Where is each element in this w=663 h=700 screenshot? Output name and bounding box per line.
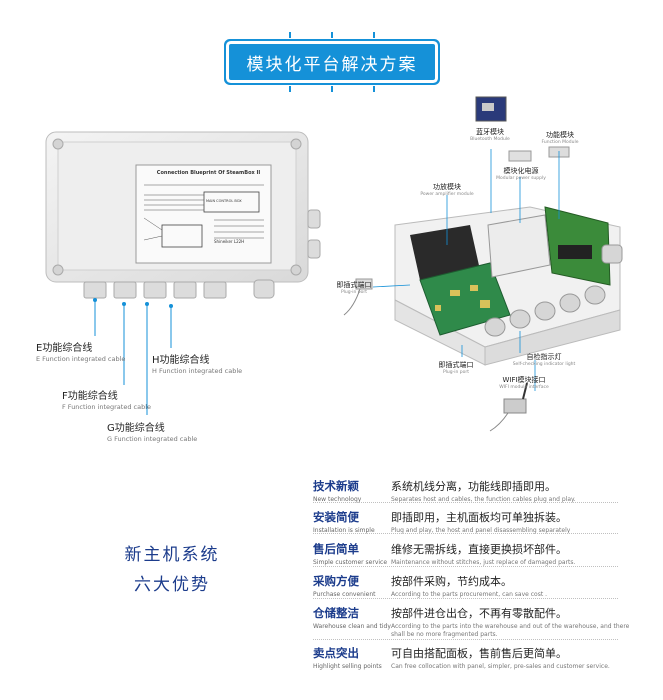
open-control-box-illustration bbox=[343, 96, 623, 432]
slogan-line-1: 新主机系统 bbox=[124, 545, 220, 565]
feature-divider bbox=[313, 598, 618, 599]
feature-description: 系统机线分离，功能线即插即用。Separates host and cables… bbox=[391, 480, 576, 503]
feature-description: 维修无需拆线，直接更换损坏部件。Maintenance without stit… bbox=[391, 543, 576, 566]
banner-title: 模块化平台解决方案 bbox=[246, 54, 418, 75]
slogan-line-2: 六大优势 bbox=[134, 575, 210, 595]
section-title-banner: 模块化平台解决方案 bbox=[229, 32, 435, 92]
feature-description: 按部件采购，节约成本。According to the parts procur… bbox=[391, 575, 547, 598]
advantages-slogan: 新主机系统 六大优势 bbox=[112, 540, 232, 600]
control-box-photo bbox=[44, 130, 324, 300]
sticker-subtitle: MAIN CONTROL BOX bbox=[206, 199, 242, 203]
feature-divider bbox=[313, 533, 618, 534]
feature-divider bbox=[313, 639, 618, 640]
control-box-illustration bbox=[45, 131, 321, 299]
feature-description: 可自由搭配面板，售前售后更简单。Can free collocation wit… bbox=[391, 647, 610, 670]
feature-description: 按部件进仓出仓，不再有零散配件。According to the parts i… bbox=[391, 607, 630, 638]
feature-description: 即插即用，主机面板均可单独拆装。Plug and play, the host … bbox=[391, 511, 571, 534]
sticker-model: Shineiker L22H bbox=[214, 239, 245, 244]
feature-divider bbox=[313, 502, 618, 503]
feature-divider bbox=[313, 566, 618, 567]
sticker-title: Connection Blueprint Of SteamBox II bbox=[156, 170, 261, 176]
